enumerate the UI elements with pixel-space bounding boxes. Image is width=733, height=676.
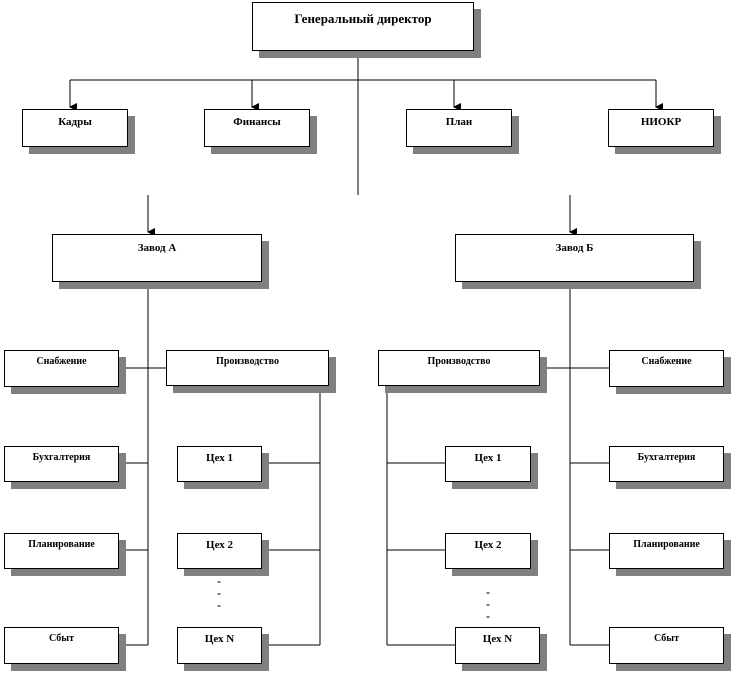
plant-a-planning-label: Планирование <box>28 539 95 550</box>
plant-b-supply-label: Снабжение <box>641 356 692 367</box>
plant-a-accounting-box: Бухгалтерия <box>4 446 119 482</box>
plant-b-shop1-label: Цех 1 <box>474 452 502 464</box>
plant-a-accounting-label: Бухгалтерия <box>32 452 91 463</box>
plan-box: План <box>406 109 512 147</box>
plant-a-shop-ellipsis: - - - <box>217 574 221 612</box>
plant-a-production-box: Производство <box>166 350 329 386</box>
plant-a-box: Завод А <box>52 234 262 282</box>
rnd-label: НИОКР <box>640 116 682 128</box>
plant-b-shop2-box: Цех 2 <box>445 533 531 569</box>
plant-b-box: Завод Б <box>455 234 694 282</box>
plant-b-supply-box: Снабжение <box>609 350 724 387</box>
plant-b-shopn-label: Цех N <box>482 633 513 645</box>
plant-a-sales-box: Сбыт <box>4 627 119 664</box>
plant-b-accounting-box: Бухгалтерия <box>609 446 724 482</box>
plant-a-sales-label: Сбыт <box>48 633 75 644</box>
plant-b-sales-box: Сбыт <box>609 627 724 664</box>
ceo-box: Генеральный директор <box>252 2 474 51</box>
finance-label: Финансы <box>233 116 281 128</box>
hr-label: Кадры <box>58 116 92 128</box>
plant-b-title: Завод Б <box>555 242 594 254</box>
plant-b-production-box: Производство <box>378 350 540 386</box>
plant-a-shopn-box: Цех N <box>177 627 262 664</box>
plant-a-supply-label: Снабжение <box>36 356 87 367</box>
plant-a-shop2-label: Цех 2 <box>206 539 233 551</box>
plant-b-shop1-box: Цех 1 <box>445 446 531 482</box>
plant-a-planning-box: Планирование <box>4 533 119 569</box>
hr-box: Кадры <box>22 109 128 147</box>
plant-a-supply-box: Снабжение <box>4 350 119 387</box>
plant-a-shop2-box: Цех 2 <box>177 533 262 569</box>
plant-b-shop-ellipsis: - - - <box>486 585 490 623</box>
plant-b-production-label: Производство <box>427 356 491 367</box>
plant-b-planning-label: Планирование <box>633 539 700 550</box>
plant-a-title: Завод А <box>137 242 177 254</box>
plan-label: План <box>445 116 473 128</box>
plant-b-planning-box: Планирование <box>609 533 724 569</box>
plant-b-shopn-box: Цех N <box>455 627 540 664</box>
plant-b-sales-label: Сбыт <box>653 633 680 644</box>
plant-b-accounting-label: Бухгалтерия <box>637 452 696 463</box>
finance-box: Финансы <box>204 109 310 147</box>
rnd-box: НИОКР <box>608 109 714 147</box>
plant-a-shop1-box: Цех 1 <box>177 446 262 482</box>
plant-b-shop2-label: Цех 2 <box>474 539 502 551</box>
plant-a-shop1-label: Цех 1 <box>206 452 233 464</box>
plant-a-production-label: Производство <box>216 356 279 367</box>
ceo-label: Генеральный директор <box>294 11 432 26</box>
plant-a-shopn-label: Цех N <box>204 633 235 645</box>
